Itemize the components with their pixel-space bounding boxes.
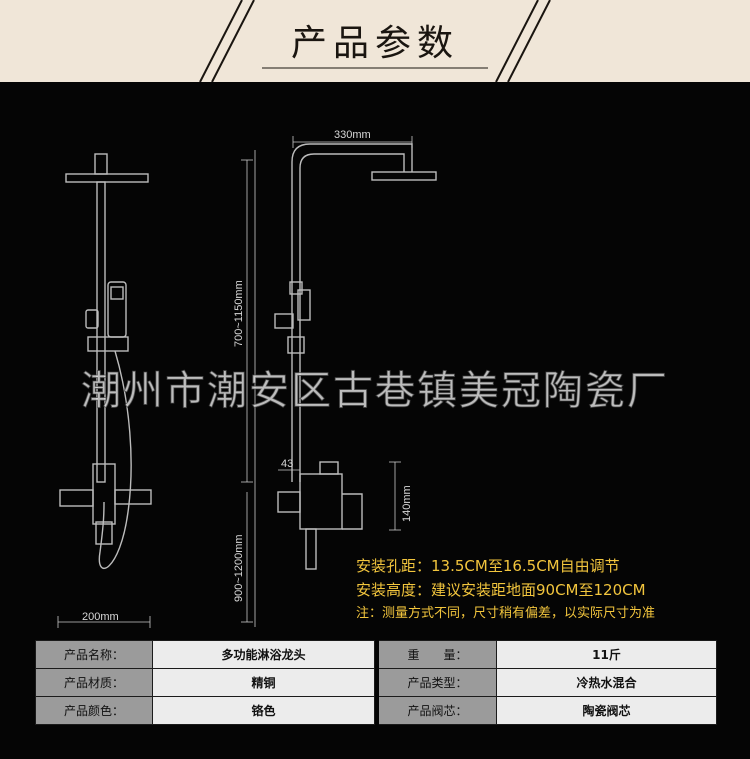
dim-width-bottom: 200mm <box>82 611 119 623</box>
spec-value: 冷热水混合 <box>496 668 717 697</box>
table-row: 产品颜色： 铬色 产品阀芯： 陶瓷阀芯 <box>35 696 717 725</box>
spec-value: 陶瓷阀芯 <box>496 696 717 725</box>
spec-table: 产品名称： 多功能淋浴龙头 重 量： 11斤 产品材质： 精铜 产品类型： 冷热… <box>35 640 717 725</box>
dim-height-lower: 900~1200mm <box>233 534 245 602</box>
shower-dimension-diagram: 330mm 200mm 700~1150mm 900~1200mm 43 140… <box>57 129 437 628</box>
spec-label: 产品阀芯： <box>378 696 497 725</box>
install-notes: 安装孔距：13.5CM至16.5CM自由调节 安装高度：建议安装距地面90CM至… <box>356 554 655 626</box>
dim-mixer-height: 140mm <box>401 485 413 522</box>
spec-label: 产品类型： <box>378 668 497 697</box>
spec-label: 重 量： <box>378 640 497 669</box>
page-title: 产品参数 <box>290 23 459 64</box>
spec-value: 精铜 <box>152 668 375 697</box>
spec-value: 11斤 <box>496 640 717 669</box>
dim-spout: 43 <box>281 458 293 470</box>
note-measurement: 注：测量方式不同，尺寸稍有偏差，以实际尺寸为准 <box>356 606 656 621</box>
note-hole-spacing: 安装孔距：13.5CM至16.5CM自由调节 <box>356 557 620 575</box>
dim-height-upper: 700~1150mm <box>233 280 245 347</box>
spec-value: 多功能淋浴龙头 <box>152 640 375 669</box>
spec-value: 铬色 <box>152 696 375 725</box>
table-row: 产品材质： 精铜 产品类型： 冷热水混合 <box>35 668 717 697</box>
front-view-shower <box>59 153 152 570</box>
spec-label: 产品颜色： <box>35 696 153 725</box>
spec-label: 产品材质： <box>35 668 153 697</box>
note-install-height: 安装高度：建议安装距地面90CM至120CM <box>356 581 646 599</box>
dim-width-top: 330mm <box>334 129 371 141</box>
table-row: 产品名称： 多功能淋浴龙头 重 量： 11斤 <box>35 640 717 669</box>
dimension-lines <box>57 136 413 628</box>
spec-label: 产品名称： <box>35 640 153 669</box>
side-view-shower <box>254 143 437 627</box>
watermark: 潮州市潮安区古巷镇美冠陶瓷厂 <box>81 368 669 415</box>
header-decoration <box>199 0 551 82</box>
header-banner: 产品参数 <box>0 0 750 82</box>
